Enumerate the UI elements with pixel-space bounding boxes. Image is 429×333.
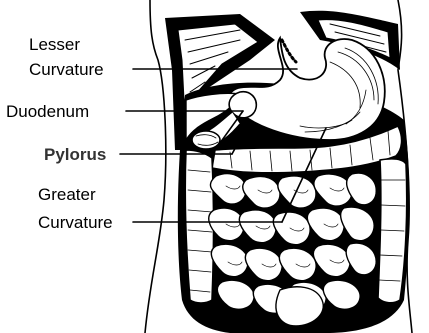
- descending-colon: [378, 159, 407, 303]
- label-lesser-line2: Curvature: [29, 60, 104, 79]
- label-duodenum: Duodenum: [6, 102, 89, 121]
- ascending-colon: [185, 150, 213, 303]
- label-greater-line1: Greater: [38, 185, 96, 204]
- label-pylorus: Pylorus: [44, 145, 106, 164]
- label-lesser-line1: Lesser: [29, 35, 80, 54]
- label-greater-line2: Curvature: [38, 213, 113, 232]
- pylorus: [192, 131, 220, 149]
